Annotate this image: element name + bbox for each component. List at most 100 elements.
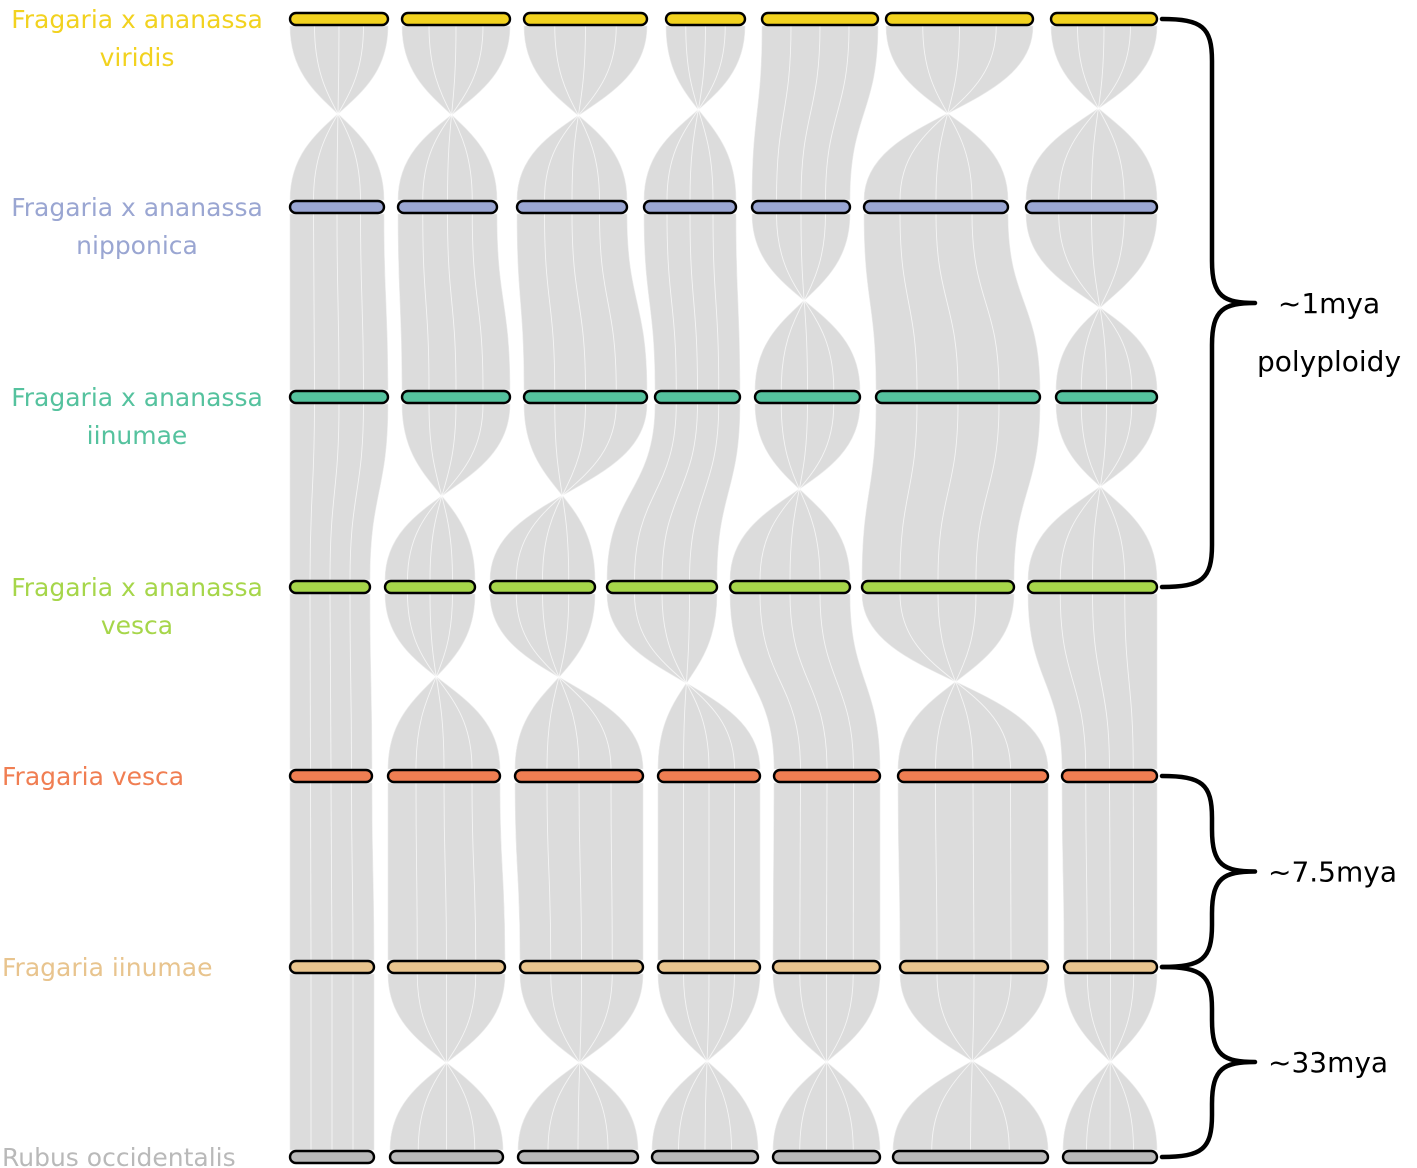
synteny-strand [975,403,1000,581]
chromosome-bar [642,199,738,215]
chromosome-bar [884,11,1035,27]
synteny-strand [546,593,570,770]
synteny-strand [313,213,315,391]
synteny-strand [330,782,333,961]
synteny-strand [314,25,361,201]
chromosome-bar [656,959,762,975]
synteny-ribbon [516,213,648,391]
chromosome-bar [1024,199,1159,215]
synteny-strand [666,25,726,201]
synteny-ribbons [289,25,1158,1151]
divergence-time-label: ~1mya [1278,287,1380,320]
chromosome-bar [753,389,862,405]
synteny-strand [571,25,586,201]
genome-label: vesca [101,611,173,640]
chromosome-bar [728,579,852,595]
synteny-strand [471,213,484,391]
synteny-strand [407,593,473,770]
synteny-strand [1080,403,1126,581]
synteny-ribbon [606,403,741,581]
synteny-strand [825,25,850,201]
synteny-strand [360,213,364,391]
synteny-strand [689,403,720,581]
chromosome-bar [664,11,747,27]
genome-label: Fragaria vesca [2,762,184,791]
synteny-strand [1010,782,1012,961]
chromosome-bar [383,579,477,595]
chromosome-bar [898,959,1050,975]
chromosome-bar [288,1149,376,1165]
synteny-strand [931,973,1012,1151]
chromosome-bar [650,1149,760,1165]
synteny-strand [349,403,364,581]
synteny-ribbon [1025,213,1158,391]
synteny-strand [1059,593,1087,770]
synteny-strand [407,403,484,581]
chromosome-bar [516,1149,640,1165]
synteny-strand [935,593,977,770]
synteny-strand [309,403,315,581]
chromosome-bar [513,768,645,784]
chromosome-bar [1060,768,1159,784]
synteny-strand [310,782,312,961]
chromosome-bar [760,11,880,27]
synteny-strand [313,25,364,201]
chromosome-bar [522,389,649,405]
synteny-ribbon [397,213,511,391]
synteny-strand [428,403,453,581]
synteny-strand [571,213,586,391]
genome-label: Rubus occidentalis [2,1143,236,1168]
synteny-strand [554,25,600,201]
chromosome-bar [288,579,372,595]
chromosome-bar [896,768,1050,784]
synteny-strand [547,973,613,1151]
synteny-strand [970,973,975,1151]
synteny-strand [415,593,453,770]
genome-label: Fragaria x ananassa [11,383,263,412]
chromosome-tracks [288,11,1159,1165]
synteny-strand [712,213,720,391]
chromosome-bar [388,1149,505,1165]
synteny-strand [309,593,311,770]
synteny-ribbon [384,403,511,581]
synteny-strand [776,25,792,201]
chromosome-bar [1054,389,1159,405]
synteny-ribbon [516,25,648,201]
chromosome-bar [400,11,512,27]
genome-label: iinumae [87,421,188,450]
synteny-strand [336,213,340,391]
synteny-strand [544,213,556,391]
divergence-time-label: polyploidy [1257,345,1401,378]
synteny-ribbon [643,213,741,391]
synteny-strand [666,213,677,391]
synteny-strand [780,403,821,581]
chromosome-bar [400,389,512,405]
synteny-strand [610,782,613,961]
chromosome-bar [522,11,649,27]
synteny-strand [689,25,706,201]
synteny-strand [1058,213,1133,391]
genome-label: Fragaria x ananassa [11,573,263,602]
synteny-strand [899,403,918,581]
synteny-ribbon [729,593,881,770]
chromosome-bar [605,579,719,595]
chromosome-bar [396,199,499,215]
synteny-strand [578,782,582,961]
synteny-strand [972,782,975,961]
synteny-ribbon [397,25,511,201]
chromosome-bar [488,579,597,595]
synteny-strand [799,973,854,1151]
synteny-strand [634,593,735,770]
chromosome-bar [1049,11,1159,27]
synteny-strand [799,782,801,961]
synteny-ribbon [892,973,1049,1151]
synteny-strand [683,593,690,770]
synteny-strand [776,213,835,391]
synteny-strand [599,213,617,391]
synteny-strand [678,973,735,1151]
divergence-bracket [1159,964,1258,1160]
chromosome-bar [288,959,376,975]
synteny-ribbon [384,593,501,770]
chromosome-bar [771,1149,882,1165]
